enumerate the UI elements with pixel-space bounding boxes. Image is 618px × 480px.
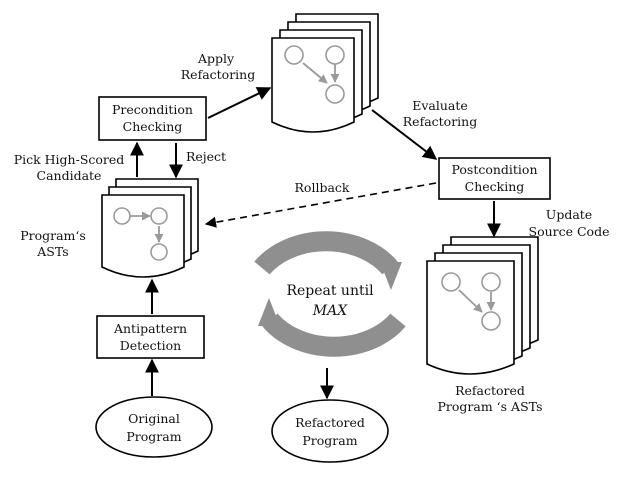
svg-text:Checking: Checking <box>123 119 183 134</box>
repeat-loop: Repeat until MAX <box>254 231 406 357</box>
loop-arrowhead-left <box>258 298 280 326</box>
svg-text:Program: Program <box>126 429 181 444</box>
svg-text:Source Code: Source Code <box>529 224 610 239</box>
update-source-code-label: Update Source Code <box>529 207 610 239</box>
evaluate-refactoring-label: Evaluate Refactoring <box>403 98 477 129</box>
svg-text:Precondition: Precondition <box>112 102 193 117</box>
antipattern-detection-box: Antipattern Detection <box>96 315 205 359</box>
refactored-asts-document-stack <box>426 236 539 375</box>
svg-text:Program‘s: Program‘s <box>20 228 86 243</box>
svg-text:Update: Update <box>546 207 592 222</box>
reject-label: Reject <box>186 149 226 164</box>
program-asts-label: Program‘s ASTs <box>20 228 86 259</box>
apply-refactoring-arrow <box>207 87 272 119</box>
svg-text:Refactoring: Refactoring <box>403 114 477 129</box>
rollback-arrow <box>204 182 437 228</box>
loop-label: Repeat until <box>286 283 374 299</box>
apply-refactoring-label: Apply Refactoring <box>181 51 255 82</box>
candidate-refactorings-document-stack <box>271 13 379 133</box>
arrows <box>130 87 501 400</box>
svg-text:Checking: Checking <box>465 179 525 194</box>
loop-arrowhead-right <box>380 262 402 290</box>
refactored-asts-label: Refactored Program ‘s ASTs <box>438 383 543 414</box>
svg-text:Refactoring: Refactoring <box>181 67 255 82</box>
loop-limit: MAX <box>312 303 348 319</box>
svg-text:ASTs: ASTs <box>36 244 68 259</box>
precondition-checking-box: Precondition Checking <box>98 96 207 141</box>
svg-text:Refactored: Refactored <box>295 415 365 430</box>
svg-text:Postcondition: Postcondition <box>451 162 537 177</box>
svg-text:Candidate: Candidate <box>37 168 102 183</box>
ast-graph-icon <box>113 207 168 261</box>
svg-text:Refactored: Refactored <box>455 383 525 398</box>
svg-text:Evaluate: Evaluate <box>412 98 468 113</box>
svg-text:Pick High-Scored: Pick High-Scored <box>14 152 125 167</box>
svg-text:Detection: Detection <box>120 338 181 353</box>
evaluate-refactoring-arrow <box>371 109 438 160</box>
postcondition-checking-box: Postcondition Checking <box>438 157 551 200</box>
svg-text:Apply: Apply <box>197 51 235 66</box>
svg-text:Original: Original <box>128 411 180 426</box>
original-program-ellipse: Original Program <box>95 396 213 458</box>
svg-text:Antipattern: Antipattern <box>113 321 187 336</box>
ast-graph-icon <box>284 45 345 104</box>
rollback-label: Rollback <box>295 180 350 195</box>
ast-graph-icon <box>441 272 501 331</box>
svg-text:Program: Program <box>302 433 357 448</box>
svg-text:Program ‘s ASTs: Program ‘s ASTs <box>438 399 543 414</box>
program-asts-document-stack <box>101 178 199 278</box>
pick-candidate-label: Pick High-Scored Candidate <box>14 152 125 183</box>
refactored-program-ellipse: Refactored Program <box>271 399 389 463</box>
